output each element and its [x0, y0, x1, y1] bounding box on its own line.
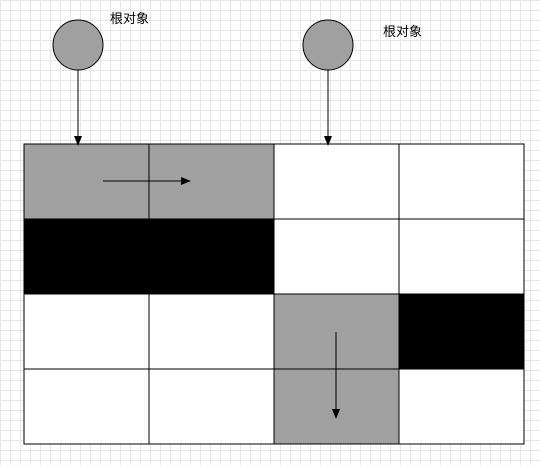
- grid-cell-2-2: [273, 293, 400, 370]
- root-object-2-label: 根对象: [383, 25, 422, 40]
- grid-cell-2-1: [148, 293, 275, 370]
- grid-cell-3-1: [148, 368, 275, 445]
- grid-cell-1-2: [273, 218, 400, 295]
- grid-cell-3-3: [398, 368, 525, 445]
- root-object-1-circle: [52, 19, 104, 71]
- grid-cell-3-0: [23, 368, 150, 445]
- grid-cell-1-1: [148, 218, 275, 295]
- grid-cell-2-3: [398, 293, 525, 370]
- grid-cell-1-0: [23, 218, 150, 295]
- grid-cell-0-3: [398, 143, 525, 220]
- root-object-2-circle: [302, 19, 354, 71]
- memory-grid: [23, 143, 525, 445]
- root-object-1-label: 根对象: [110, 12, 149, 27]
- root-object-2: 根对象: [302, 19, 422, 146]
- grid-cell-0-2: [273, 143, 400, 220]
- root-object-1: 根对象: [52, 12, 149, 146]
- grid-cell-2-0: [23, 293, 150, 370]
- grid-cell-1-3: [398, 218, 525, 295]
